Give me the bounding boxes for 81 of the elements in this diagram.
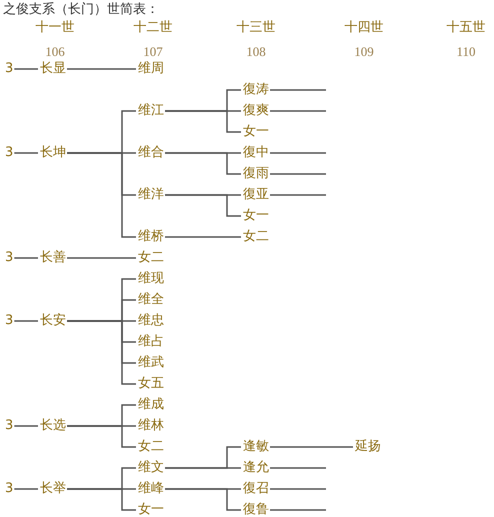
person-name: 维峰 [138, 482, 164, 496]
connector-line [67, 68, 136, 70]
branch-line [270, 89, 326, 91]
connector-line [67, 257, 136, 259]
connector-line [165, 236, 241, 238]
person-name: 女二 [138, 251, 164, 265]
person-name: 维全 [138, 293, 164, 307]
connector-line [14, 320, 38, 322]
generation-header: 十四世 [344, 20, 384, 36]
generation-header: 十一世 [35, 20, 75, 36]
generation-number: 108 [245, 44, 267, 60]
person-name: 长举 [40, 482, 66, 496]
connector-line [165, 152, 241, 175]
connector-line [165, 467, 241, 469]
person-name: 復中 [243, 146, 269, 160]
connector-line [14, 488, 38, 490]
person-name: 逢敏 [243, 440, 269, 454]
person-name: 维桥 [138, 230, 164, 244]
person-name: 长显 [40, 62, 66, 76]
person-name: 女一 [138, 503, 164, 517]
person-name: 长坤 [40, 146, 66, 160]
person-name: 维武 [138, 356, 164, 370]
connector-line [165, 194, 241, 217]
branch-line [270, 509, 326, 511]
person-name: 3 [5, 146, 14, 160]
person-name: 3 [5, 251, 14, 265]
generation-header: 十二世 [133, 20, 173, 36]
person-name: 復召 [243, 482, 269, 496]
person-name: 逢允 [243, 461, 269, 475]
person-name: 维合 [138, 146, 164, 160]
connector-line [14, 152, 38, 154]
generation-number: 109 [353, 44, 375, 60]
person-name: 长选 [40, 419, 66, 433]
person-name: 3 [5, 62, 14, 76]
person-name: 长善 [40, 251, 66, 265]
branch-line [270, 194, 326, 196]
connector-line [14, 425, 38, 427]
person-name: 復亚 [243, 188, 269, 202]
connector-line [165, 110, 241, 133]
branch-line [270, 152, 326, 154]
person-name: 3 [5, 314, 14, 328]
connector-line [14, 257, 38, 259]
generation-number: 106 [44, 44, 66, 60]
connector-line [67, 425, 136, 448]
person-name: 復涛 [243, 83, 269, 97]
table-title: 之俊支系（长门）世简表： [3, 2, 159, 18]
person-name: 维现 [138, 272, 164, 286]
person-name: 復雨 [243, 167, 269, 181]
person-name: 女二 [243, 230, 269, 244]
person-name: 女一 [243, 209, 269, 223]
person-name: 维江 [138, 104, 164, 118]
person-name: 维林 [138, 419, 164, 433]
person-name: 女一 [243, 125, 269, 139]
person-name: 维周 [138, 62, 164, 76]
person-name: 女二 [138, 440, 164, 454]
branch-line [270, 173, 326, 175]
person-name: 维忠 [138, 314, 164, 328]
person-name: 维成 [138, 398, 164, 412]
branch-line [270, 467, 326, 469]
person-name: 復爽 [243, 104, 269, 118]
branch-line [270, 488, 326, 490]
person-name: 復鲁 [243, 503, 269, 517]
person-name: 女五 [138, 377, 164, 391]
connector-line [165, 488, 241, 511]
person-name: 维占 [138, 335, 164, 349]
generation-header: 十五世 [446, 20, 486, 36]
person-name: 长安 [40, 314, 66, 328]
generation-header: 十三世 [236, 20, 276, 36]
connector-line [67, 488, 136, 511]
person-name: 3 [5, 419, 14, 433]
person-name: 延扬 [355, 440, 381, 454]
person-name: 维文 [138, 461, 164, 475]
connector-line [67, 152, 136, 238]
connector-line [14, 68, 38, 70]
person-name: 维洋 [138, 188, 164, 202]
connector-line [67, 320, 136, 385]
generation-number: 110 [455, 44, 477, 60]
person-name: 3 [5, 482, 14, 496]
branch-line [270, 110, 326, 112]
generation-number: 107 [142, 44, 164, 60]
connector-line [270, 446, 353, 448]
